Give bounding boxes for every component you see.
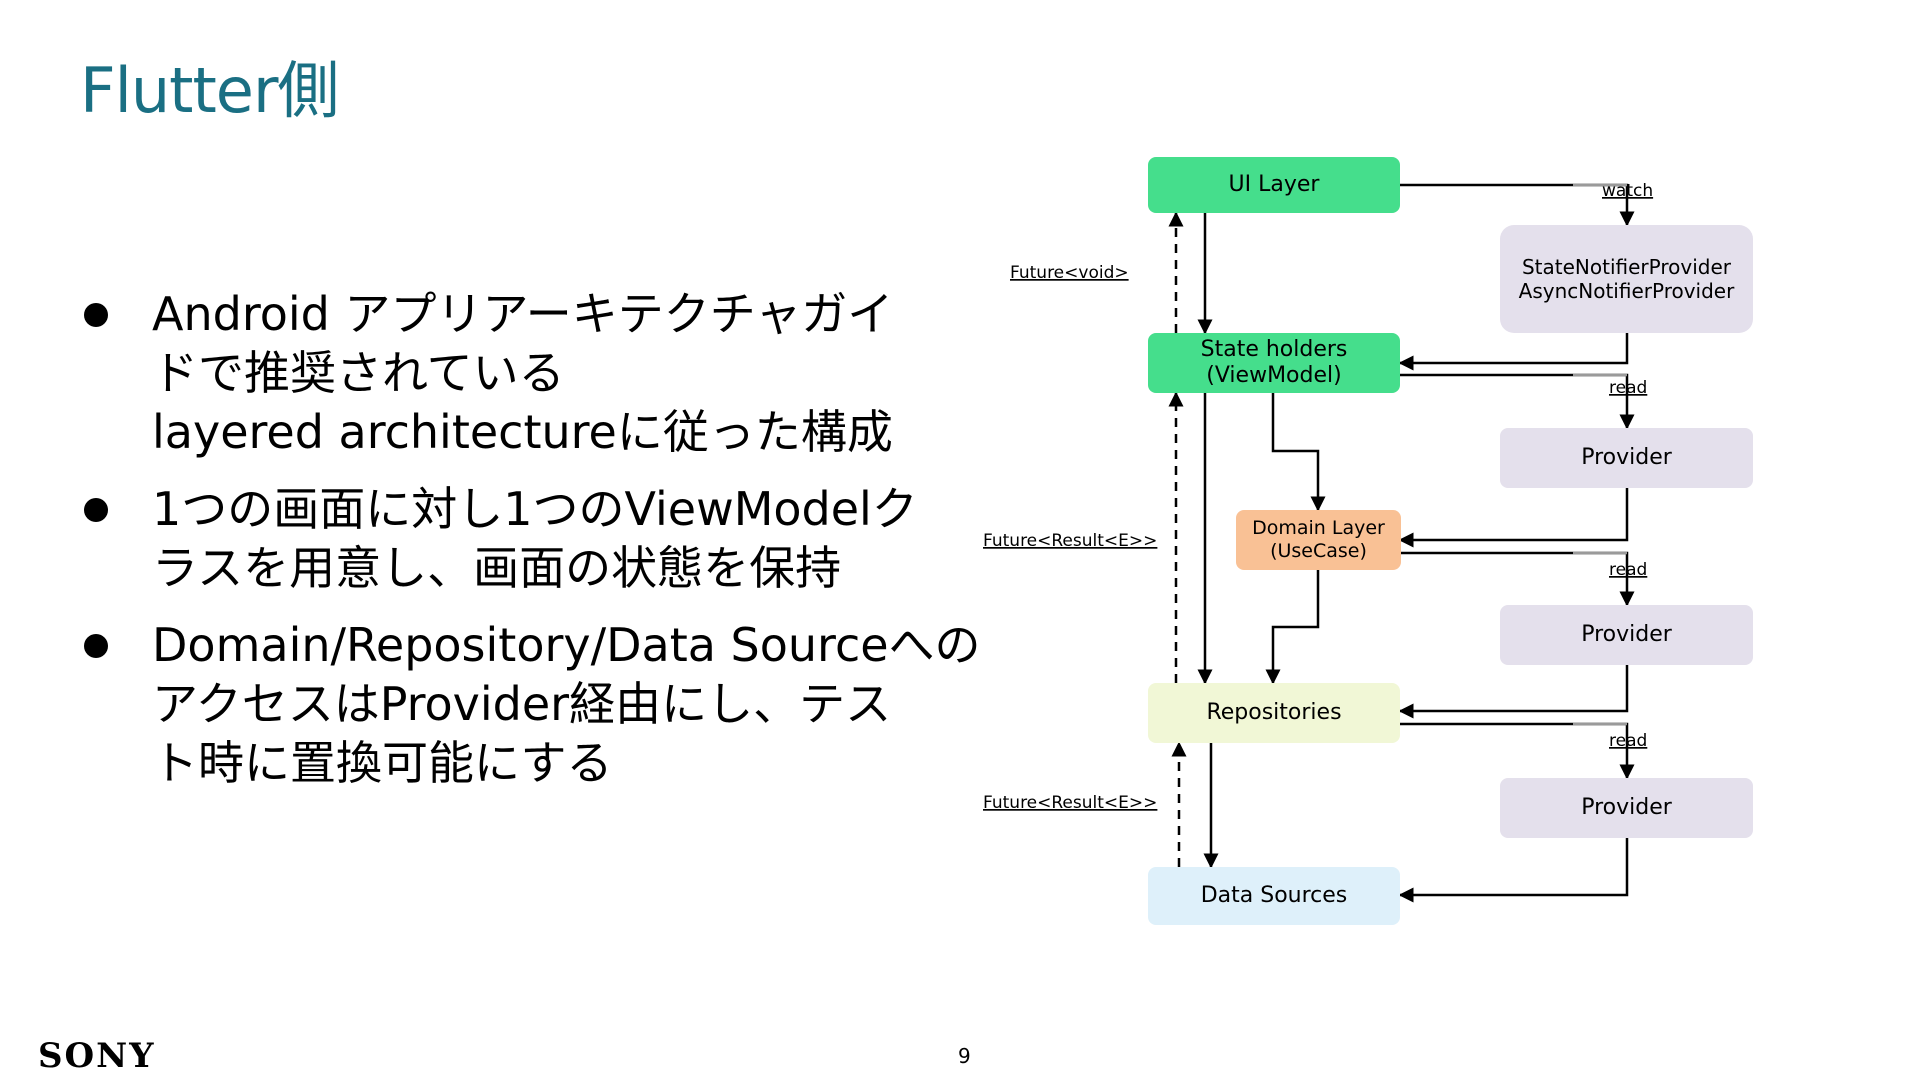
node-label: UI Layer <box>1228 171 1320 197</box>
node-domain-layer: Domain Layer (UseCase) <box>1236 510 1401 570</box>
page-number: 9 <box>958 1044 971 1068</box>
edge-label-read-2: read <box>1609 560 1647 580</box>
slide-title: Flutter側 <box>80 54 339 127</box>
node-label: Provider <box>1581 621 1672 647</box>
bullet-line: ドで推奨されている <box>152 346 565 400</box>
arrow-provider1-to-domain <box>1398 488 1629 548</box>
bullet-line: ラスを用意し、画面の状態を保持 <box>152 541 842 595</box>
arrow-read-3 <box>1400 722 1635 780</box>
edge-label-read-3: read <box>1609 731 1647 751</box>
bullet-line: Domain/Repository/Data Sourceへの <box>152 618 981 672</box>
node-data-sources: Data Sources <box>1148 867 1400 925</box>
node-label: Provider <box>1581 794 1672 820</box>
bullet-line: layered architectureに従った構成 <box>152 405 893 459</box>
bullet-line: アクセスはProvider経由にし、テス <box>152 677 892 731</box>
arrow-stateholders-to-domain <box>1271 393 1326 512</box>
edge-label-future-result-2: Future<Result<E>> <box>983 793 1157 813</box>
bullet-list: Android アプリアーキテクチャガイ ドで推奨されている layered a… <box>80 285 981 811</box>
node-label: StateNotifierProvider <box>1521 255 1731 279</box>
arrow-domain-to-repositories <box>1265 570 1320 685</box>
node-ui-layer: UI Layer <box>1148 157 1400 213</box>
sony-logo: SONY <box>38 1036 156 1076</box>
node-label: State holders <box>1200 336 1348 362</box>
arrow-read-2 <box>1400 551 1635 607</box>
node-provider-1: Provider <box>1500 428 1753 488</box>
bullet-dot-icon <box>84 634 108 658</box>
arrow-watch <box>1400 183 1635 227</box>
node-label: Repositories <box>1206 699 1342 725</box>
edge-label-future-result-1: Future<Result<E>> <box>983 531 1157 551</box>
node-repositories: Repositories <box>1148 683 1400 743</box>
bullet-item: Android アプリアーキテクチャガイ ドで推奨されている layered a… <box>80 285 960 462</box>
node-label: Data Sources <box>1200 882 1348 908</box>
bullet-item: Domain/Repository/Data Sourceへの アクセスはPro… <box>80 616 981 793</box>
node-state-holders: State holders (ViewModel) <box>1148 333 1400 393</box>
node-provider-2: Provider <box>1500 605 1753 665</box>
node-provider-3: Provider <box>1500 778 1753 838</box>
bullet-line: Android アプリアーキテクチャガイ <box>152 287 894 341</box>
edge-label-future-void: Future<void> <box>1010 263 1129 283</box>
bullet-dot-icon <box>84 303 108 327</box>
bullet-line: ト時に置換可能にする <box>152 736 613 790</box>
arrow-provider3-to-datasources <box>1398 838 1629 903</box>
node-state-notifier-provider: StateNotifierProvider AsyncNotifierProvi… <box>1500 225 1753 333</box>
arrow-read-1 <box>1400 373 1635 430</box>
bullet-item: 1つの画面に対し1つのViewModelク ラスを用意し、画面の状態を保持 <box>80 480 960 598</box>
bullet-dot-icon <box>84 498 108 522</box>
arrow-provider2-to-repositories <box>1398 665 1629 719</box>
arrow-snp-to-stateholders <box>1398 333 1629 371</box>
node-label: AsyncNotifierProvider <box>1518 279 1735 303</box>
edge-label-watch: watch <box>1602 181 1653 201</box>
node-label: Provider <box>1581 444 1672 470</box>
node-label: (UseCase) <box>1270 540 1367 562</box>
node-label: Domain Layer <box>1252 517 1385 540</box>
edge-label-read-1: read <box>1609 378 1647 398</box>
node-label: (ViewModel) <box>1206 363 1342 388</box>
bullet-line: 1つの画面に対し1つのViewModelク <box>152 482 918 536</box>
